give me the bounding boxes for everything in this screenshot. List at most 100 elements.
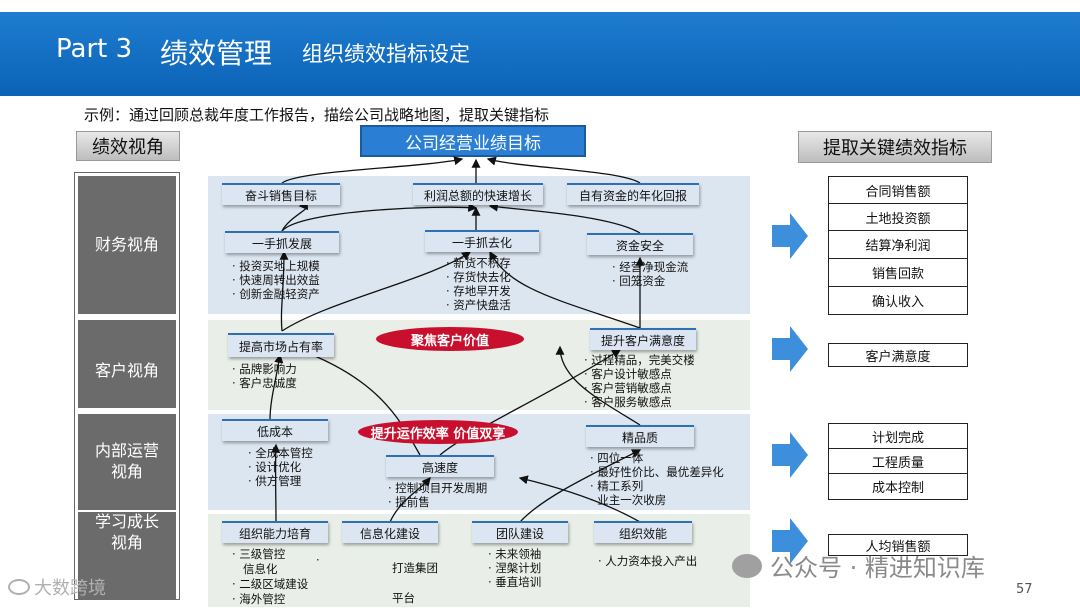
list-item: · 创新金融轻资产	[232, 287, 320, 301]
list-item: 平台	[392, 591, 415, 605]
list-item: · 设计优化	[248, 460, 302, 474]
list-item: · 涅槃计划	[488, 561, 542, 575]
watermark-right-text: 公众号 · 精进知识库	[770, 554, 985, 582]
list-item: · 精工系列	[590, 479, 644, 493]
kpi-cost-control: 成本控制	[828, 473, 968, 500]
box-low-cost: 低成本	[222, 419, 328, 441]
learning-list-effectiveness: · 人力资本投入产出	[598, 554, 697, 568]
internal-list-cost: · 全成本管控 · 设计优化 · 供方管理	[248, 446, 313, 488]
kpi-per-capita-sales: 人均销售额	[828, 534, 968, 556]
list-item: · 客户营销敏感点	[584, 381, 672, 395]
box-market-share: 提高市场占有率	[228, 333, 334, 357]
kpi-plan-completion: 计划完成	[828, 423, 968, 449]
box-quality: 精品质	[586, 425, 694, 447]
arrow-customer-icon	[772, 326, 808, 372]
list-item: · 业主一次收房	[590, 493, 667, 507]
page-number: 57	[1016, 582, 1033, 597]
perspective-finance: 财务视角	[78, 176, 176, 314]
section-title: 绩效管理	[160, 37, 273, 70]
arrow-learning-icon	[772, 518, 808, 564]
kpi-sales-collection: 销售回款	[828, 258, 968, 287]
list-item: · 供方管理	[248, 474, 302, 488]
list-item: · 过程精品，完美交楼	[584, 353, 695, 367]
kpi-label: 提取关键绩效指标	[798, 131, 992, 163]
kpi-net-profit: 结算净利润	[828, 230, 968, 259]
perspective-customer: 客户视角	[78, 320, 176, 408]
goal-capital: 自有资金的年化回报	[567, 183, 699, 205]
part-label: Part 3	[56, 34, 133, 64]
internal-list-speed: · 控制项目开发周期 · 提前售	[388, 481, 487, 509]
list-item: · 客户忠诚度	[232, 376, 297, 390]
perspective-learning-label: 学习成长 视角	[94, 512, 159, 552]
box-customer-satisfaction: 提升客户满意度	[590, 328, 696, 350]
oval-efficiency: 提升运作效率 价值双享	[358, 420, 518, 444]
perspective-label: 绩效视角	[76, 131, 180, 161]
list-item: · 控制项目开发周期	[388, 481, 488, 495]
subtitle: 组织绩效指标设定	[302, 42, 470, 66]
list-item: · 客户服务敏感点	[584, 395, 672, 409]
customer-list-satisfaction: · 过程精品，完美交楼 · 客户设计敏感点 · 客户营销敏感点 · 客户服务敏感…	[584, 353, 695, 409]
perspective-internal: 内部运营 视角	[78, 414, 176, 510]
box-team-building: 团队建设	[472, 521, 568, 543]
wechat-icon	[732, 553, 762, 578]
arrow-finance-icon	[772, 213, 808, 259]
goal-box: 公司经营业绩目标	[360, 125, 586, 157]
intro-text: 示例：通过回顾总裁年度工作报告，描绘公司战略地图，提取关键指标	[84, 106, 550, 124]
list-item: · 全成本管控	[248, 446, 313, 460]
kpi-customer-satisfaction: 客户满意度	[828, 343, 968, 367]
list-item: · 人力资本投入产出	[598, 554, 698, 568]
perspective-customer-label: 客户视角	[94, 360, 159, 380]
kpi-contract-sales: 合同销售额	[828, 176, 968, 204]
list-item: 信息化	[232, 562, 278, 576]
learning-list-team: · 未来领袖 · 涅槃计划 · 垂直培训	[488, 547, 541, 589]
watermark-right: 公众号 · 精进知识库	[732, 548, 985, 583]
kpi-engineering-quality: 工程质量	[828, 448, 968, 474]
list-item: · 四位一体	[590, 451, 644, 465]
list-item: · 海外管控	[232, 592, 286, 606]
box-destock: 一手抓去化	[425, 230, 539, 252]
box-org-capability: 组织能力培育	[222, 521, 328, 543]
kpi-land-investment: 土地投资额	[828, 203, 968, 231]
list-item: · 经营净现金流	[612, 260, 689, 274]
arrow-internal-icon	[772, 432, 808, 478]
list-item: · 品牌影响力	[232, 362, 297, 376]
list-item: · 投资买地上规模	[232, 259, 320, 273]
list-item: · 三级管控	[232, 547, 286, 561]
list-item: · 资产快盘活	[446, 298, 511, 312]
list-item: · 新货不积存	[446, 256, 511, 270]
oval-customer-value: 聚焦客户价值	[376, 327, 524, 351]
list-item: · 存货快去化	[446, 270, 511, 284]
list-item: · 客户设计敏感点	[584, 367, 672, 381]
list-item: · 存地早开发	[446, 284, 511, 298]
watermark-left: 大数跨境	[8, 574, 106, 600]
goal-sales: 奋斗销售目标	[222, 183, 340, 205]
box-development: 一手抓发展	[225, 231, 339, 253]
learning-list-capability: · 三级管控 信息化 · 二级区域建设 · 海外管控	[232, 547, 308, 607]
list-item: · 回笼资金	[612, 274, 666, 288]
perspective-internal-label: 内部运营 视角	[94, 441, 159, 481]
perspective-finance-label: 财务视角	[94, 234, 159, 254]
internal-list-quality: · 四位一体 · 最好性价比、最优差异化 · 精工系列 · 业主一次收房	[590, 451, 724, 507]
list-item: · 垂直培训	[488, 575, 542, 589]
box-fund-safety: 资金安全	[587, 233, 693, 255]
box-informatization: 信息化建设	[342, 521, 438, 543]
watermark-left-text: 大数跨境	[34, 578, 106, 599]
kpi-revenue-recognition: 确认收入	[828, 286, 968, 315]
list-item: · 未来领袖	[488, 547, 542, 561]
box-org-effectiveness: 组织效能	[594, 521, 692, 543]
list-item: 打造集团	[392, 561, 438, 575]
watermark-logo-icon	[8, 579, 30, 595]
box-speed: 高速度	[386, 455, 494, 477]
finance-list-destock: · 新货不积存 · 存货快去化 · 存地早开发 · 资产快盘活	[446, 256, 511, 312]
goal-profit: 利润总额的快速增长	[413, 183, 543, 205]
learning-dot: ·	[316, 553, 320, 567]
goal-label: 公司经营业绩目标	[405, 133, 541, 154]
finance-list-fund: · 经营净现金流 · 回笼资金	[612, 260, 688, 288]
list-item: · 提前售	[388, 495, 430, 509]
list-item: · 快速周转出效益	[232, 273, 320, 287]
perspective-learning: 学习成长 视角	[78, 512, 176, 600]
customer-list-market: · 品牌影响力 · 客户忠诚度	[232, 362, 297, 390]
learning-list-info: 打造集团 平台	[392, 553, 438, 613]
finance-list-development: · 投资买地上规模 · 快速周转出效益 · 创新金融轻资产	[232, 259, 320, 301]
